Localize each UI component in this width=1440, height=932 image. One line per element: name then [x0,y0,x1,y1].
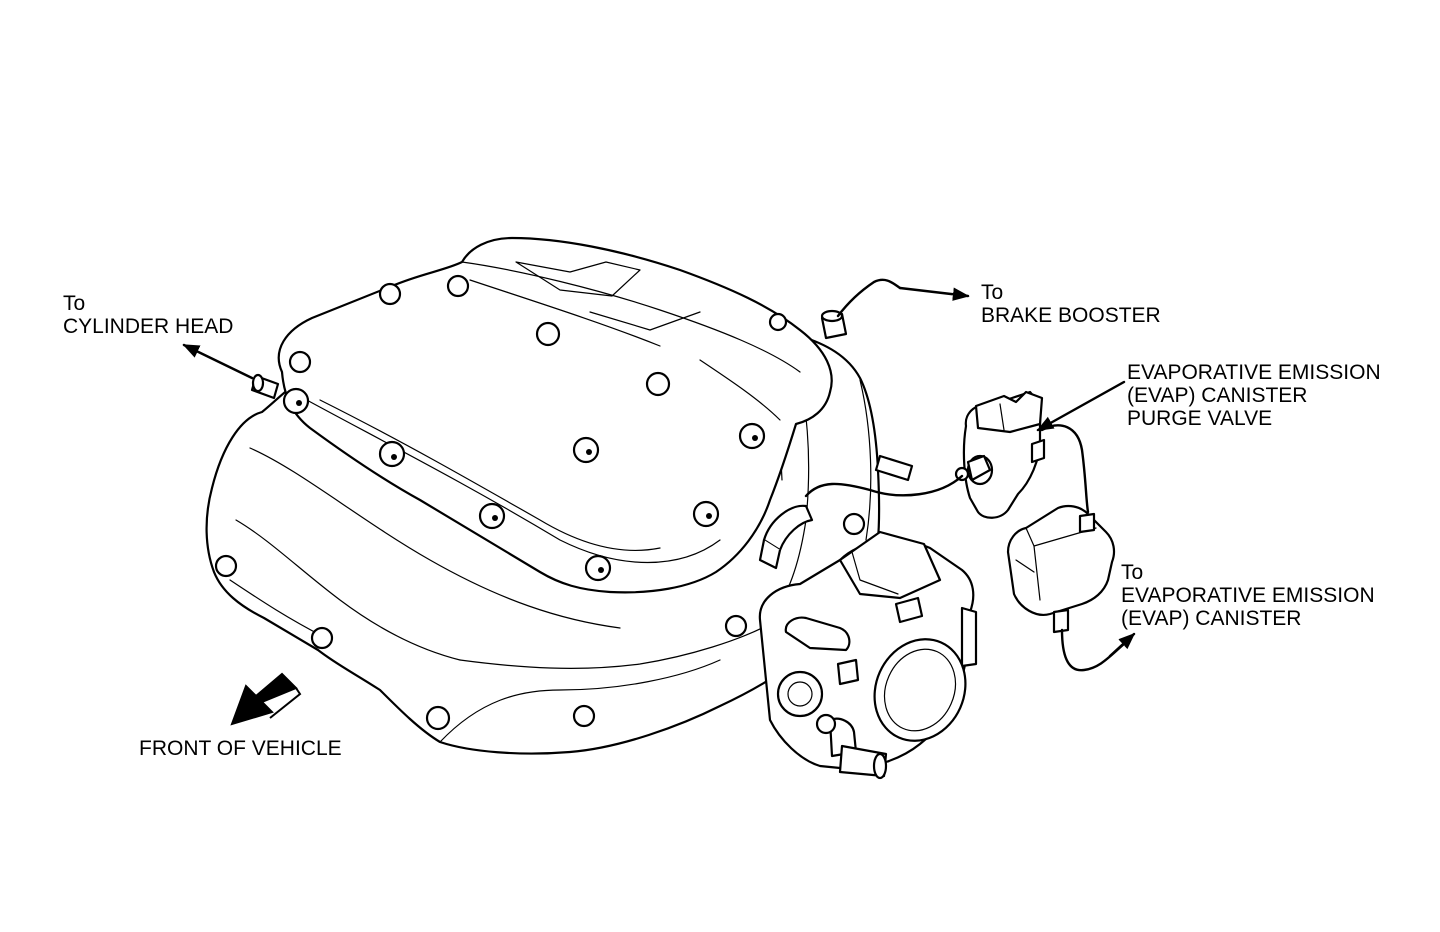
manifold-ports [250,309,914,570]
label-line: CYLINDER HEAD [63,315,234,338]
to-evap-canister-label: To EVAPORATIVE EMISSION (EVAP) CANISTER [1121,561,1375,630]
label-line: FRONT OF VEHICLE [139,737,342,760]
to-cylinder-head-label: To CYLINDER HEAD [63,292,233,338]
label-line: (EVAP) CANISTER [1127,384,1308,407]
purge-valve-label: EVAPORATIVE EMISSION (EVAP) CANISTER PUR… [1127,361,1381,430]
label-line: EVAPORATIVE EMISSION [1121,584,1375,607]
label-line: PURGE VALVE [1127,407,1273,430]
label-line: To [63,292,86,315]
throttle-body [758,530,978,780]
label-line: BRAKE BOOSTER [981,304,1161,327]
label-line: To [1121,561,1144,584]
evap-canister-purge-valve [954,390,1046,519]
bolt-bosses [214,274,866,731]
label-line: To [981,281,1004,304]
front-of-vehicle-label: FRONT OF VEHICLE [139,737,342,760]
upper-plenum-cover [277,236,833,594]
to-brake-booster-label: To BRAKE BOOSTER [981,281,1161,327]
front-of-vehicle-arrow-icon [230,672,302,726]
evap-filter [1006,504,1116,634]
pointer-arrows [182,286,1136,658]
label-line: (EVAP) CANISTER [1121,607,1302,630]
label-line: EVAPORATIVE EMISSION [1127,361,1381,384]
